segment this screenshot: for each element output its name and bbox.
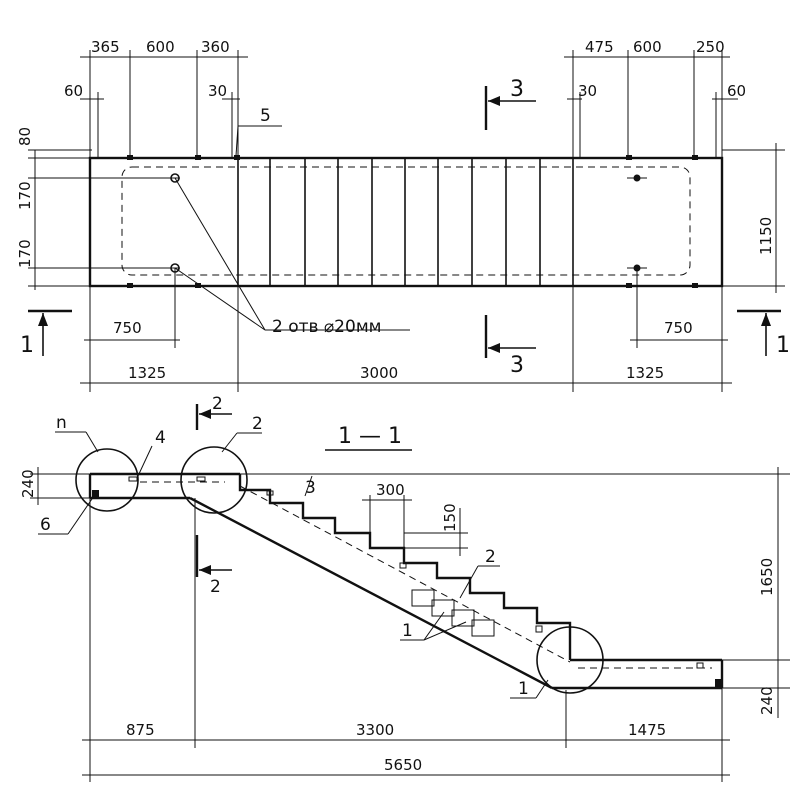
stair-flight bbox=[189, 474, 572, 690]
dim-750-left: 750 bbox=[113, 319, 142, 337]
plan-right-dimension bbox=[722, 143, 785, 293]
dim-240-left: 240 bbox=[19, 469, 37, 498]
step-dimensions bbox=[362, 495, 468, 556]
dim-365: 365 bbox=[91, 38, 120, 56]
section-1-right-label: 1 bbox=[776, 333, 790, 358]
mark-3: 3 bbox=[305, 478, 316, 498]
node-n-label: n bbox=[56, 413, 67, 433]
section-1-left-label: 1 bbox=[20, 333, 34, 358]
detail-circles bbox=[75, 446, 604, 694]
dim-475: 475 bbox=[585, 38, 614, 56]
dim-60-left: 60 bbox=[64, 82, 83, 100]
dim-240-right: 240 bbox=[758, 686, 776, 715]
section-2-markers bbox=[195, 404, 232, 577]
left-240-dimension bbox=[30, 467, 90, 505]
holes-label: 2 отв ⌀20мм bbox=[272, 317, 381, 337]
dim-5650: 5650 bbox=[384, 756, 422, 774]
mark-1-bottom: 1 bbox=[518, 679, 529, 699]
dim-300: 300 bbox=[376, 481, 405, 499]
plan-outline bbox=[88, 156, 724, 288]
plan-top-dimensions bbox=[80, 50, 738, 158]
upper-landing bbox=[88, 472, 240, 500]
mark-5: 5 bbox=[260, 106, 271, 126]
dim-875: 875 bbox=[126, 721, 155, 739]
section-3-bottom-label: 3 bbox=[510, 353, 524, 378]
plan-view: 365 600 360 475 600 250 60 30 30 60 5 80… bbox=[16, 38, 790, 392]
dim-30-right: 30 bbox=[578, 82, 597, 100]
mark-2-mid: 2 bbox=[485, 547, 496, 567]
plan-hidden-outline bbox=[121, 166, 691, 276]
section-1-markers bbox=[28, 309, 781, 356]
dim-600-right: 600 bbox=[633, 38, 662, 56]
plan-750-dimensions bbox=[84, 177, 728, 348]
dim-150: 150 bbox=[441, 503, 459, 532]
dim-600-left: 600 bbox=[146, 38, 175, 56]
dim-360: 360 bbox=[201, 38, 230, 56]
lower-landing bbox=[570, 658, 724, 690]
section-leaders bbox=[38, 431, 549, 699]
dim-3300: 3300 bbox=[356, 721, 394, 739]
dim-750-right: 750 bbox=[664, 319, 693, 337]
hole-markers bbox=[170, 173, 647, 273]
mark-1-mid: 1 bbox=[402, 621, 413, 641]
plate-ticks bbox=[127, 155, 698, 288]
right-height-dimensions bbox=[240, 467, 790, 718]
dim-1325-left: 1325 bbox=[128, 364, 166, 382]
section-3-markers bbox=[484, 86, 536, 358]
dim-1150: 1150 bbox=[757, 217, 775, 255]
dim-170-a: 170 bbox=[16, 181, 34, 210]
dim-1475: 1475 bbox=[628, 721, 666, 739]
dim-60-right: 60 bbox=[727, 82, 746, 100]
dim-250: 250 bbox=[696, 38, 725, 56]
section-3-top-label: 3 bbox=[510, 77, 524, 102]
section-view: 1 — 1 bbox=[19, 394, 790, 782]
dim-30-left: 30 bbox=[208, 82, 227, 100]
section-2-top-label: 2 bbox=[212, 394, 223, 414]
dim-170-b: 170 bbox=[16, 239, 34, 268]
plan-left-dimensions bbox=[28, 149, 180, 290]
dim-1325-right: 1325 bbox=[626, 364, 664, 382]
section-bottom-dimensions bbox=[82, 498, 730, 782]
mark-2-top: 2 bbox=[252, 414, 263, 434]
section-title: 1 — 1 bbox=[338, 424, 402, 449]
dim-80: 80 bbox=[16, 127, 34, 146]
plan-bottom-dimensions bbox=[80, 286, 732, 392]
mark-6: 6 bbox=[40, 515, 51, 535]
plan-steps bbox=[269, 158, 541, 286]
mark-4: 4 bbox=[155, 428, 166, 448]
dim-3000: 3000 bbox=[360, 364, 398, 382]
section-2-bottom-label: 2 bbox=[210, 577, 221, 597]
dim-1650: 1650 bbox=[758, 558, 776, 596]
